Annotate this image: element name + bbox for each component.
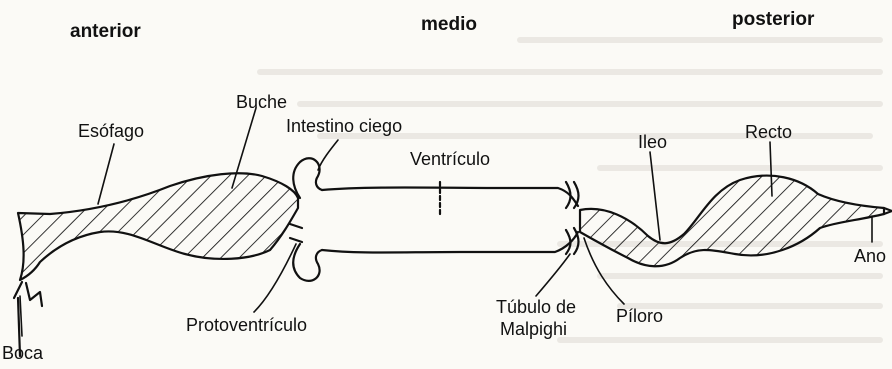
leader-intestino-ciego (318, 140, 338, 170)
label-intestino-ciego: Intestino ciego (286, 116, 402, 136)
label-ano: Ano (854, 246, 886, 266)
caecum-lower (293, 244, 322, 281)
label-boca: Boca (2, 343, 43, 363)
label-esofago: Esófago (78, 121, 144, 141)
region-anterior: anterior (70, 22, 141, 42)
proventriculus-marks (290, 224, 302, 242)
caecum-upper (293, 158, 322, 198)
leader-ileo (650, 152, 660, 240)
foregut-shape (18, 173, 298, 280)
leader-boca (20, 296, 22, 336)
midgut-lower-wall (322, 232, 578, 253)
label-protoventriculo: Protoventrículo (186, 315, 307, 335)
label-ventriculo: Ventrículo (410, 149, 490, 169)
label-ileo: Ileo (638, 132, 667, 152)
region-posterior: posterior (732, 10, 814, 30)
label-piloro: Píloro (616, 306, 663, 326)
label-tubulo-line1: Túbulo de (496, 297, 576, 317)
hindgut-shape (580, 176, 884, 267)
label-tubulo-line2: Malpighi (500, 319, 567, 339)
anus-tip (884, 208, 892, 214)
midgut-upper-wall (322, 188, 578, 207)
leader-esofago (98, 144, 114, 204)
label-buche: Buche (236, 92, 287, 112)
region-medio: medio (421, 15, 477, 35)
label-recto: Recto (745, 122, 792, 142)
leader-tubulo (536, 254, 570, 296)
